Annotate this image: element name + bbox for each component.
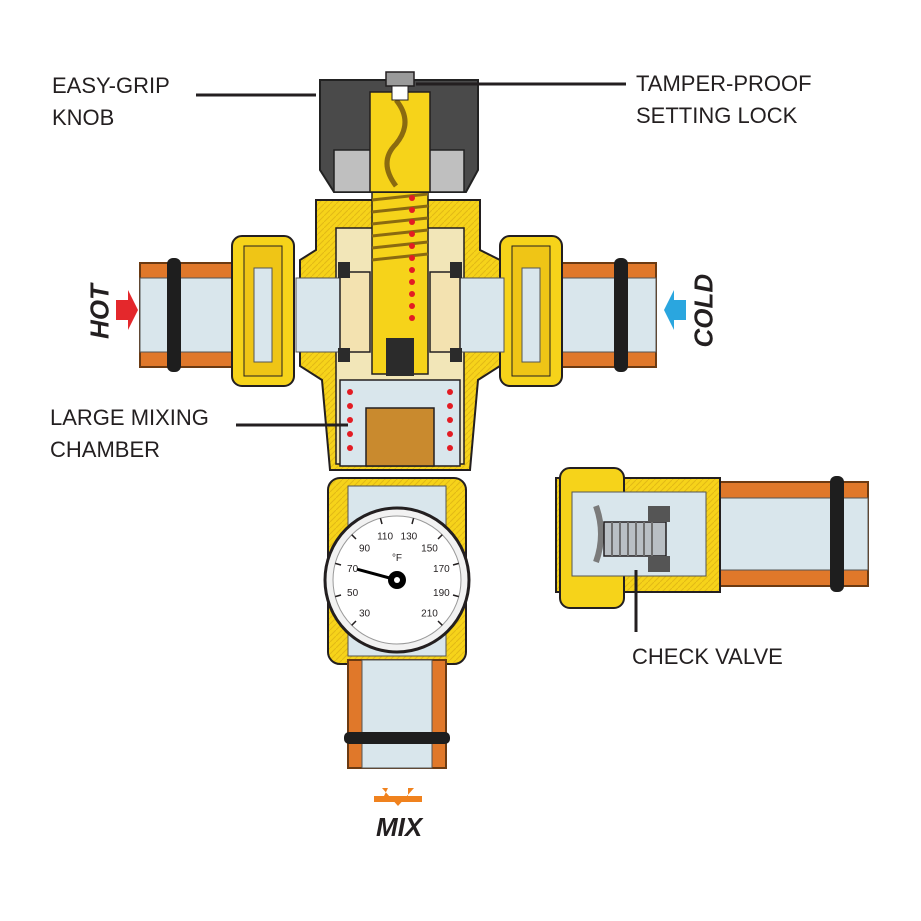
gauge-tick-mark [351,534,357,540]
chamber-label-line2: CHAMBER [50,437,161,462]
gauge-tick-label: 90 [359,544,371,555]
gauge-tick-label: 110 [377,532,393,543]
lock-label-line1: TAMPER-PROOF [636,71,812,96]
gauge-tick-mark [351,620,357,626]
chamber-label-line1: LARGE MIXING [50,405,209,430]
check-valve-inset [555,467,869,609]
gauge-tick-mark [452,594,459,598]
hot-union-nut [231,235,295,387]
gauge-tick-label: 70 [347,564,359,575]
tamper-proof-lock-label: TAMPER-PROOF SETTING LOCK [636,68,812,132]
gauge-tick-label: 130 [401,532,418,543]
callout-leader-lines [196,82,638,632]
gauge-tick-label: 50 [347,588,359,599]
gauge-tick-mark [437,534,443,540]
gauge-tick-mark [452,562,459,566]
check-valve-label: CHECK VALVE [632,641,783,673]
gauge-tick-label: 210 [421,609,438,620]
lock-label-line2: SETTING LOCK [636,103,798,128]
gauge-tick-mark [379,518,383,525]
easy-grip-knob [319,79,479,193]
hot-flow-arrow [116,290,138,330]
mix-flow-arrow-bar [374,796,422,802]
cold-flow-arrow [664,290,686,330]
gauge-tick-mark [335,562,342,566]
gauge-tick-label: 150 [421,544,438,555]
tamper-proof-lock-screw [385,71,415,101]
gauge-tick-label: 170 [433,564,450,575]
mix-flow-label: MIX [376,812,423,842]
check-valve-label-text: CHECK VALVE [632,644,783,669]
mix-outlet-pipe [344,659,450,769]
knob-label-line2: KNOB [52,105,115,130]
cold-flow-label: COLD [688,273,719,348]
mixing-chamber [339,379,461,467]
knob-label-line1: EASY-GRIP [52,73,170,98]
gauge-tick-mark [335,594,342,598]
gauge-tick-mark [437,620,443,626]
cold-union-nut [499,235,563,387]
hot-flow-label: HOT [84,284,115,339]
easy-grip-knob-label: EASY-GRIP KNOB [52,70,170,134]
mixing-chamber-label: LARGE MIXING CHAMBER [50,402,209,466]
gauge-unit-label: °F [392,553,402,564]
gauge-tick-mark [411,518,415,525]
gauge-tick-label: 30 [359,609,371,620]
gauge-tick-label: 190 [433,588,450,599]
